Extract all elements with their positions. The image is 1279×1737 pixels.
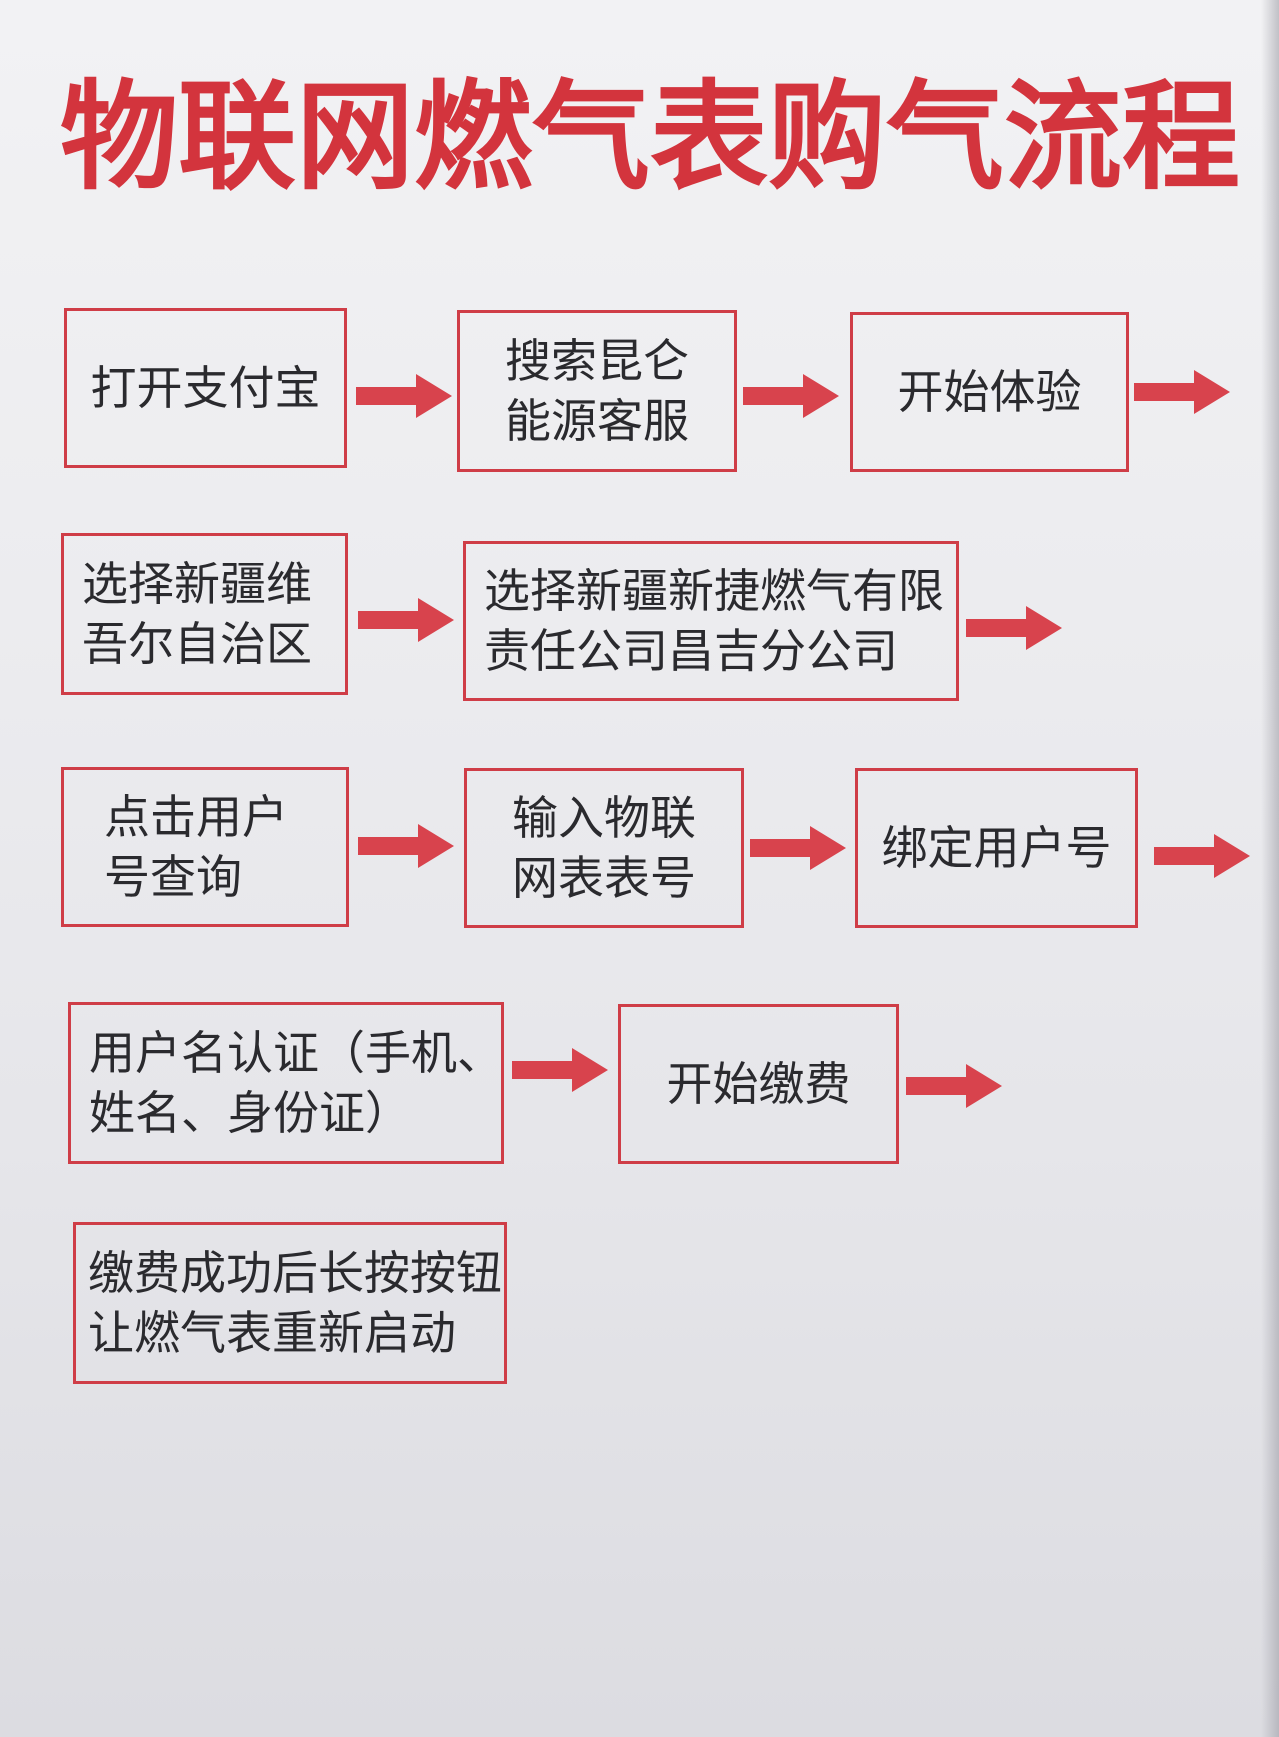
arrow-right-icon <box>743 374 839 418</box>
step-text-line: 让燃气表重新启动 <box>88 1306 456 1360</box>
step-text-line: 点击用户 <box>104 790 288 844</box>
page-title: 物联网燃气表购气流程 <box>60 68 1241 206</box>
step-start-payment: 开始缴费 <box>618 1004 899 1164</box>
step-select-company: 选择新疆新捷燃气有限 责任公司昌吉分公司 <box>463 541 959 701</box>
step-text-line: 选择新疆新捷燃气有限 <box>484 564 944 618</box>
step-text-line: 搜索昆仑 <box>505 334 689 388</box>
arrow-right-icon <box>358 824 454 868</box>
step-text-line: 姓名、身份证） <box>89 1086 411 1140</box>
page-edge-shadow <box>1261 0 1279 1737</box>
step-text-line: 吾尔自治区 <box>82 617 312 671</box>
arrow-right-icon <box>1154 834 1250 878</box>
arrow-right-icon <box>906 1064 1002 1108</box>
step-text-line: 输入物联 <box>512 791 696 845</box>
step-restart-meter: 缴费成功后长按按钮 让燃气表重新启动 <box>73 1222 507 1384</box>
step-input-meter: 输入物联 网表表号 <box>464 768 744 928</box>
step-text-line: 缴费成功后长按按钮 <box>88 1246 502 1300</box>
step-text-line: 责任公司昌吉分公司 <box>484 624 898 678</box>
step-search-service: 搜索昆仑 能源客服 <box>457 310 737 472</box>
step-text-line: 绑定用户号 <box>881 821 1112 875</box>
step-open-alipay: 打开支付宝 <box>64 308 347 468</box>
arrow-right-icon <box>966 606 1062 650</box>
step-text-line: 开始缴费 <box>666 1057 851 1111</box>
step-bind-user: 绑定用户号 <box>855 768 1138 928</box>
step-text-line: 选择新疆维 <box>82 557 312 611</box>
step-verify-user: 用户名认证（手机、 姓名、身份证） <box>68 1002 504 1164</box>
step-start-experience: 开始体验 <box>850 312 1129 472</box>
step-select-region: 选择新疆维 吾尔自治区 <box>61 533 348 695</box>
arrow-right-icon <box>356 374 452 418</box>
arrow-right-icon <box>512 1048 608 1092</box>
step-text-line: 网表表号 <box>512 851 696 905</box>
step-text-line: 用户名认证（手机、 <box>89 1026 503 1080</box>
arrow-right-icon <box>750 826 846 870</box>
step-text-line: 打开支付宝 <box>90 361 321 415</box>
arrow-right-icon <box>358 598 454 642</box>
step-text-line: 开始体验 <box>897 365 1082 419</box>
step-text-line: 能源客服 <box>505 394 689 448</box>
arrow-right-icon <box>1134 370 1230 414</box>
step-query-user: 点击用户 号查询 <box>61 767 349 927</box>
step-text-line: 号查询 <box>104 850 242 904</box>
